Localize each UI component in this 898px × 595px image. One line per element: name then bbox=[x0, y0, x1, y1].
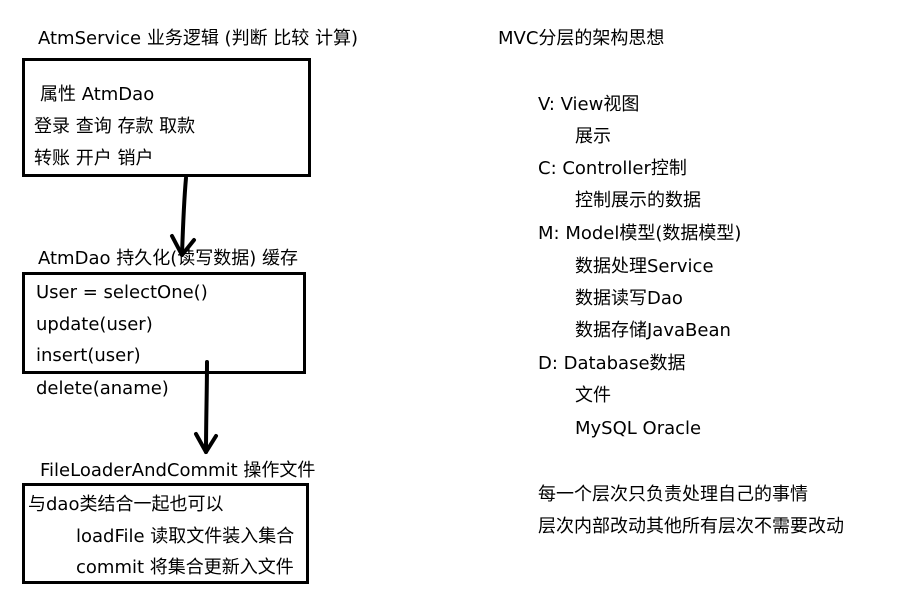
mvc-subitem: 数据存储JavaBean bbox=[575, 320, 731, 341]
mvc-subitem: 文件 bbox=[575, 385, 611, 406]
dao-line: User = selectOne() bbox=[36, 282, 208, 303]
file-line: loadFile 读取文件装入集合 bbox=[76, 526, 295, 547]
service-line: 属性 AtmDao bbox=[40, 84, 155, 105]
file-line: commit 将集合更新入文件 bbox=[76, 557, 294, 578]
file-line: 与dao类结合一起也可以 bbox=[28, 494, 224, 515]
dao-line: insert(user) bbox=[36, 345, 141, 366]
service-line: 登录 查询 存款 取款 bbox=[34, 116, 196, 137]
mvc-item: C: Controller控制 bbox=[538, 158, 687, 179]
arrow-service-to-dao bbox=[170, 176, 196, 257]
file-title: FileLoaderAndCommit 操作文件 bbox=[40, 460, 316, 481]
dao-line: update(user) bbox=[36, 314, 153, 335]
mvc-subitem: 控制展示的数据 bbox=[575, 190, 701, 211]
mvc-item: M: Model模型(数据模型) bbox=[538, 223, 742, 244]
mvc-subitem: 展示 bbox=[575, 126, 611, 147]
dao-title: AtmDao 持久化(读写数据) 缓存 bbox=[38, 248, 298, 269]
dao-extra-line: delete(aname) bbox=[36, 378, 169, 399]
mvc-title: MVC分层的架构思想 bbox=[498, 28, 665, 49]
mvc-item: D: Database数据 bbox=[538, 353, 686, 374]
mvc-subitem: MySQL Oracle bbox=[575, 418, 702, 439]
mvc-item: V: View视图 bbox=[538, 94, 640, 115]
mvc-subitem: 数据处理Service bbox=[575, 256, 714, 277]
mvc-note: 每一个层次只负责处理自己的事情 bbox=[538, 484, 808, 505]
file-box bbox=[22, 483, 309, 584]
mvc-subitem: 数据读写Dao bbox=[575, 288, 683, 309]
service-box bbox=[22, 58, 311, 177]
mvc-note: 层次内部改动其他所有层次不需要改动 bbox=[538, 516, 844, 537]
dao-box bbox=[22, 272, 306, 374]
service-title: AtmService 业务逻辑 (判断 比较 计算) bbox=[38, 28, 359, 49]
arrow-dao-to-file bbox=[194, 360, 218, 454]
service-line: 转账 开户 销户 bbox=[34, 148, 154, 169]
